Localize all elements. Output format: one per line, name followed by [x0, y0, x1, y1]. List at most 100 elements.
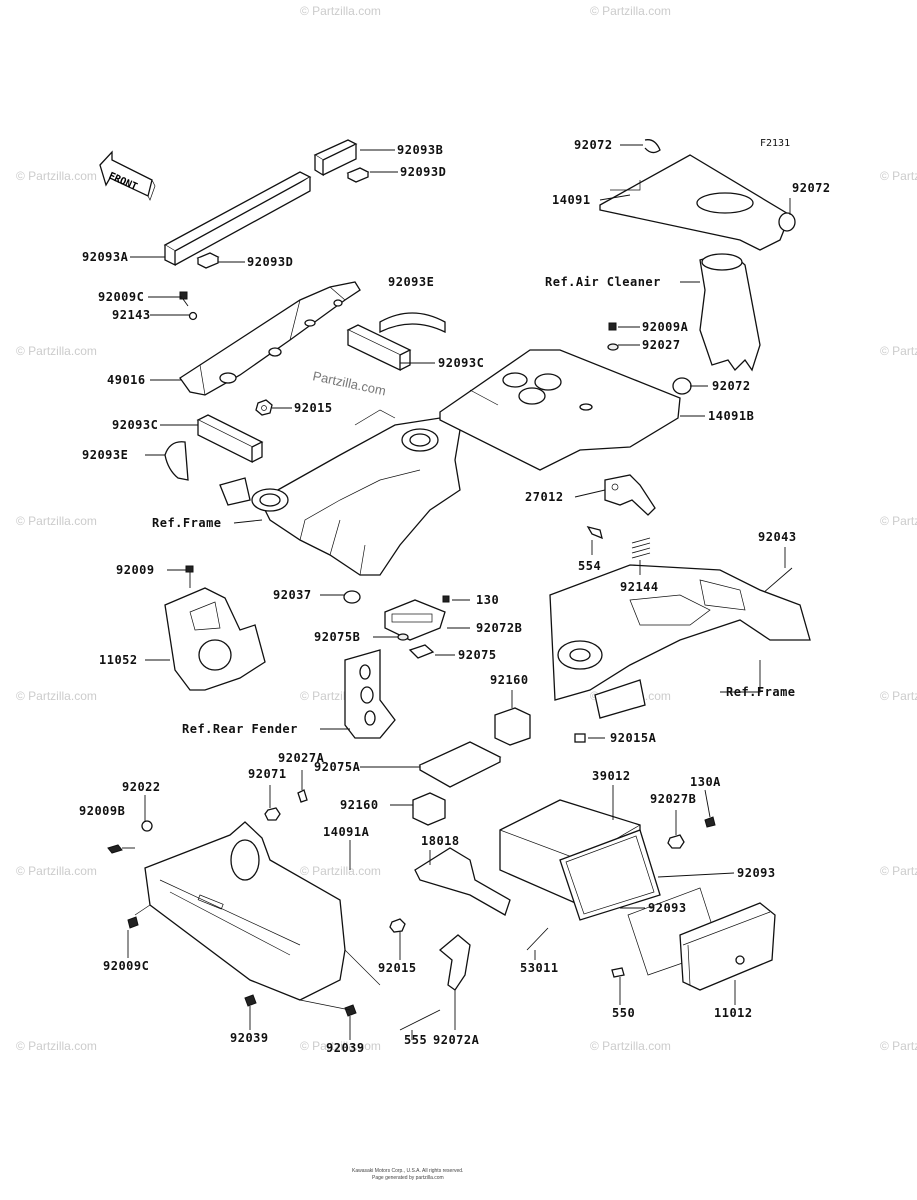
bracket-27012	[604, 474, 656, 516]
watermark: © Partzilla.com	[16, 1039, 97, 1053]
label-92009c-bottom: 92009C	[103, 959, 149, 973]
bolt-92015a	[574, 733, 586, 743]
pad-92093e-left	[164, 441, 189, 481]
label-130a: 130A	[690, 775, 721, 789]
label-92093-a: 92093	[737, 866, 776, 880]
watermark: © Partzilla.com	[300, 1039, 381, 1053]
bolt-92009c-bottom	[127, 916, 139, 929]
pad-92093c-right	[346, 324, 412, 372]
cover-14091	[599, 154, 791, 251]
label-92144: 92144	[620, 580, 659, 594]
label-27012: 27012	[525, 490, 564, 504]
label-14091a: 14091A	[323, 825, 370, 839]
bolt-92027a	[297, 789, 308, 803]
bolt-130	[442, 595, 450, 603]
label-92075a: 92075A	[314, 760, 361, 774]
pad-92075	[408, 644, 435, 659]
bracket-92072b	[384, 599, 446, 641]
watermark: © Partzilla.com	[300, 4, 381, 18]
pad-92160-b	[412, 792, 446, 826]
cover-14091b	[439, 349, 681, 471]
label-ref-rear-fender: Ref.Rear Fender	[182, 722, 298, 736]
label-92160-a: 92160	[490, 673, 529, 687]
clip-92072-a	[644, 139, 661, 154]
label-92009c-top: 92009C	[98, 290, 144, 304]
bolt-53011	[526, 927, 549, 951]
label-92072-b: 92072	[792, 181, 831, 195]
label-92093c-left: 92093C	[112, 418, 158, 432]
watermark: © Partzilla.com	[16, 864, 97, 878]
pad-92093b	[313, 139, 358, 177]
watermark: © Partzilla.com	[16, 514, 97, 528]
label-92015-bottom: 92015	[378, 961, 417, 975]
label-130: 130	[476, 593, 499, 607]
rear-fender-bracket	[344, 649, 396, 739]
label-92093c-right: 92093C	[438, 356, 484, 370]
washer-92022	[141, 820, 153, 832]
label-49016: 49016	[107, 373, 146, 387]
label-92075: 92075	[458, 648, 497, 662]
label-92072-c: 92072	[712, 379, 751, 393]
label-92027: 92027	[642, 338, 681, 352]
label-ref-air-cleaner: Ref.Air Cleaner	[545, 275, 661, 289]
label-14091b: 14091B	[708, 409, 754, 423]
label-92027b: 92027B	[650, 792, 696, 806]
label-11012: 11012	[714, 1006, 753, 1020]
label-92093a: 92093A	[82, 250, 129, 264]
washer-92027	[607, 343, 619, 351]
front-arrow-icon: FRONT	[99, 150, 156, 201]
bolt-92009	[185, 565, 194, 588]
pin-550	[611, 967, 625, 978]
bracket-49016	[179, 281, 361, 396]
label-92093e-left: 92093E	[82, 448, 128, 462]
pad-92075a	[418, 741, 502, 788]
label-14091: 14091	[552, 193, 591, 207]
lid-11012	[679, 902, 776, 991]
label-92093d-top: 92093D	[400, 165, 446, 179]
footer-line-1: Kawasaki Motors Corp., U.S.A. All rights…	[352, 1168, 463, 1174]
bolt-130a	[704, 816, 716, 828]
label-92072-a: 92072	[574, 138, 613, 152]
watermark: © Partzilla.com	[880, 689, 917, 703]
pin-554	[586, 525, 603, 540]
label-92093-b: 92093	[648, 901, 687, 915]
bolt-92039-b	[344, 1004, 357, 1017]
label-11052: 11052	[99, 653, 138, 667]
label-18018: 18018	[421, 834, 460, 848]
figure-code: F2131	[760, 138, 790, 149]
nut-92015-top	[255, 399, 273, 416]
air-cleaner-duct	[699, 253, 761, 372]
center-watermark: Partzilla.com	[311, 368, 387, 398]
watermark: © Partzilla.com	[590, 1039, 671, 1053]
label-92072a: 92072A	[433, 1033, 480, 1047]
clip-92072-c	[672, 377, 692, 395]
label-92160-b: 92160	[340, 798, 379, 812]
washer-92075b	[397, 633, 409, 641]
label-554: 554	[578, 559, 601, 573]
watermark: © Partzilla.com	[880, 1039, 917, 1053]
label-92071: 92071	[248, 767, 287, 781]
watermark: © Partzilla.com	[880, 344, 917, 358]
clip-92072-b	[778, 212, 796, 232]
nut-92015-bottom	[389, 918, 406, 933]
bolt-92009c-top	[179, 291, 189, 307]
watermark: © Partzilla.com	[880, 864, 917, 878]
label-53011: 53011	[520, 961, 559, 975]
label-92072b: 92072B	[476, 621, 522, 635]
label-92075b: 92075B	[314, 630, 360, 644]
washer-92143	[188, 311, 198, 321]
label-92143: 92143	[112, 308, 151, 322]
watermark: © Partzilla.com	[300, 864, 381, 878]
seal-92093-outer	[559, 829, 661, 921]
leader-lines	[122, 144, 791, 1040]
label-92037: 92037	[273, 588, 312, 602]
label-92027a: 92027A	[278, 751, 325, 765]
label-92093e-top: 92093E	[388, 275, 434, 289]
pad-92093d-top	[346, 167, 370, 183]
label-92009b: 92009B	[79, 804, 125, 818]
label-92015-top: 92015	[294, 401, 333, 415]
nut-92071	[264, 807, 281, 821]
cover-14091a	[144, 821, 346, 1001]
label-550: 550	[612, 1006, 635, 1020]
